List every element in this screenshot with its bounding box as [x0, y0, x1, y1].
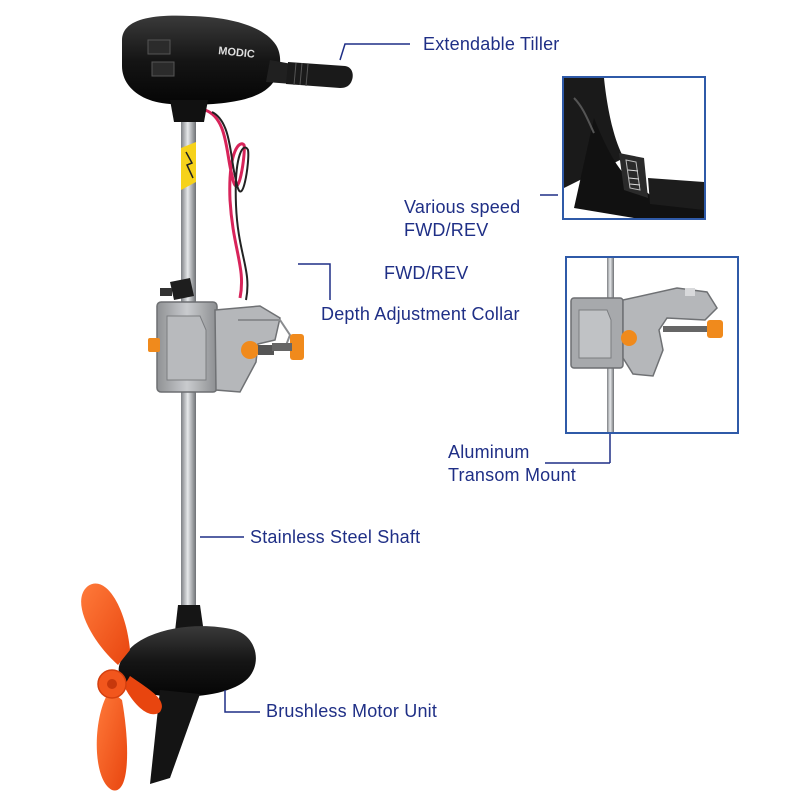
- inset-throttle-grip: [562, 76, 706, 220]
- label-various-speed-fwd-rev: FWD/REV: [404, 220, 489, 240]
- brand-logo: MODIC: [218, 45, 256, 61]
- label-depth-adjustment-collar: Depth Adjustment Collar: [321, 304, 520, 324]
- label-fwd-rev: FWD/REV: [384, 263, 469, 283]
- warning-sticker: [181, 142, 196, 190]
- motor-head-housing: [122, 15, 281, 105]
- throttle-grip-closeup: [564, 78, 704, 218]
- brushless-motor-pod: [118, 626, 256, 697]
- leader-lines: [200, 43, 611, 713]
- propeller: [81, 583, 162, 791]
- label-transom-mount: Transom Mount: [448, 465, 576, 485]
- transom-mount-closeup: [570, 258, 723, 432]
- skeg-fin: [150, 690, 200, 784]
- label-extendable-tiller: Extendable Tiller: [423, 34, 560, 54]
- label-aluminum: Aluminum: [448, 442, 530, 462]
- clamp-knob-center: [241, 341, 274, 359]
- tiller-grip: [286, 62, 353, 88]
- leader-motor: [224, 690, 260, 713]
- inset-transom-mount: [565, 256, 739, 434]
- label-stainless-steel-shaft: Stainless Steel Shaft: [250, 527, 421, 547]
- leader-tiller: [339, 43, 410, 61]
- label-brushless-motor-unit: Brushless Motor Unit: [266, 701, 438, 721]
- tiller-neck: [266, 60, 292, 84]
- label-various-speed: Various speed: [404, 197, 521, 217]
- collar-knob-left: [148, 338, 160, 352]
- clamp-knob-right: [272, 334, 304, 360]
- leader-collar: [298, 263, 331, 300]
- power-cable: [204, 108, 246, 299]
